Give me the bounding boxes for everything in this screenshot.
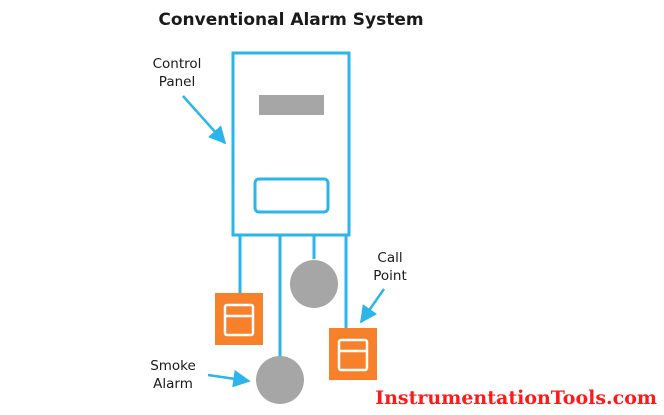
smoke-alarm-arrow — [207, 370, 251, 388]
control-panel-label-line2: Panel — [159, 74, 195, 90]
call-point-left-body — [215, 293, 263, 345]
call-point-device-left — [215, 293, 263, 345]
call-point-label-line2: Point — [373, 268, 407, 284]
smoke-alarm-label-line2: Alarm — [153, 376, 193, 392]
smoke-alarm-label-line1: Smoke — [150, 358, 196, 374]
control-panel-label-line1: Control — [153, 56, 202, 72]
control-panel-arrow — [182, 95, 227, 145]
call-point-right-body — [329, 328, 377, 380]
control-panel — [231, 51, 351, 237]
call-point-label-line1: Call — [377, 250, 402, 266]
smoke-alarm-device-bottom — [256, 356, 304, 404]
control-panel-display — [259, 95, 324, 115]
call-point-device-right — [329, 328, 377, 380]
diagram-title: Conventional Alarm System — [158, 10, 423, 30]
control-panel-keypad — [253, 177, 330, 214]
call-point-arrow — [359, 288, 386, 324]
watermark-text: InstrumentationTools.com — [375, 387, 657, 409]
smoke-alarm-device-top — [290, 260, 338, 308]
wiring — [238, 235, 348, 357]
